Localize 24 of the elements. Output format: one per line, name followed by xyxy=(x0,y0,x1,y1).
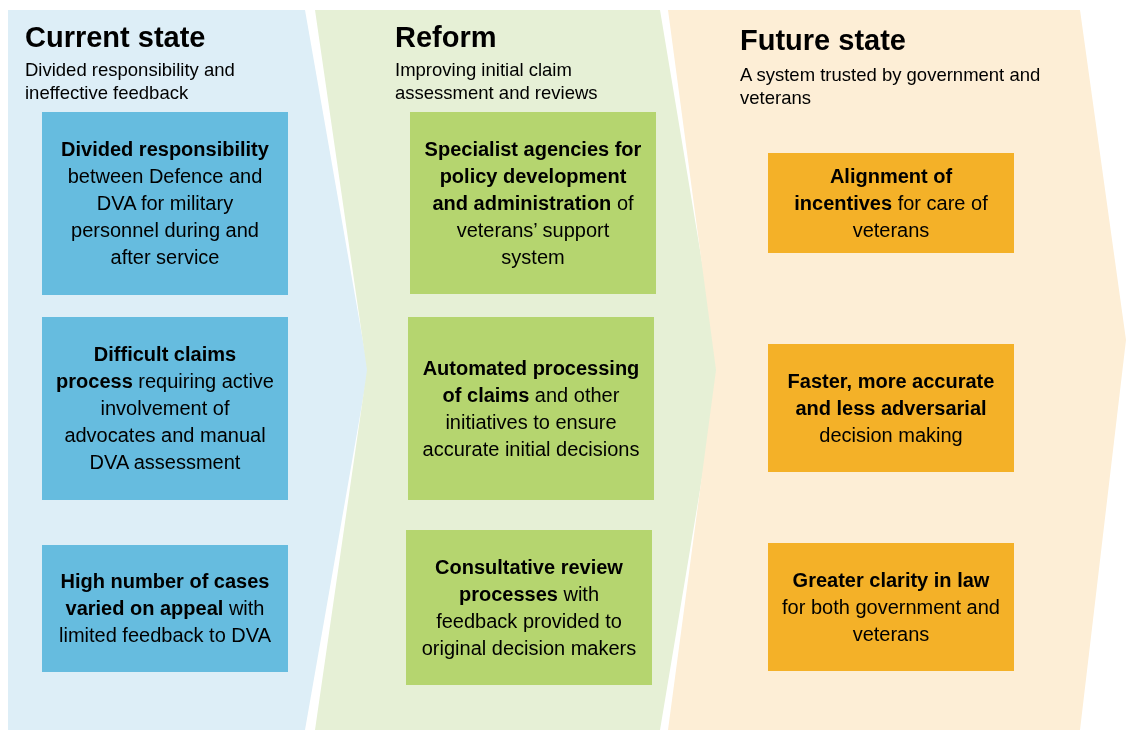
box-text: Consultative review processes with feedback provided to original decision makers xyxy=(420,554,638,661)
text-box xyxy=(768,344,1014,472)
stage-heading: Reform xyxy=(395,22,497,54)
box-text: Faster, more accurate and less adversarial decision making xyxy=(786,368,996,448)
box-text: High number of cases varied on appeal with limited feedback to DVA xyxy=(58,569,272,648)
box-text: Alignment of incentives for care of veterans xyxy=(793,163,989,243)
text-box xyxy=(410,112,656,294)
text-box xyxy=(42,545,288,672)
stage-heading: Future state xyxy=(740,25,906,57)
text-box xyxy=(408,317,654,500)
box-text: Difficult claims process requiring active involvement of advocates and manual DVA assessment xyxy=(55,342,275,475)
text-box xyxy=(768,153,1014,253)
text-box xyxy=(42,317,288,500)
text-box xyxy=(406,530,652,685)
stage-heading: Current state xyxy=(25,22,206,54)
box-text: Greater clarity in law for both government and veterans xyxy=(781,567,1001,647)
text-box xyxy=(42,112,288,295)
box-text: Specialist agencies for policy development and administration of veterans’ support system xyxy=(423,136,643,270)
stage-subtitle: Improving initial claim assessment and reviews xyxy=(395,58,599,104)
stage-subtitle: Divided responsibility and ineffective feedback xyxy=(25,58,236,104)
text-box xyxy=(768,543,1014,671)
stage-subtitle: A system trusted by government and veterans xyxy=(740,63,1042,109)
box-text: Divided responsibility between Defence and DVA for military personnel during and after service xyxy=(60,137,270,270)
box-text: Automated processing of claims and other initiatives to ensure accurate initial decisions xyxy=(421,355,641,462)
